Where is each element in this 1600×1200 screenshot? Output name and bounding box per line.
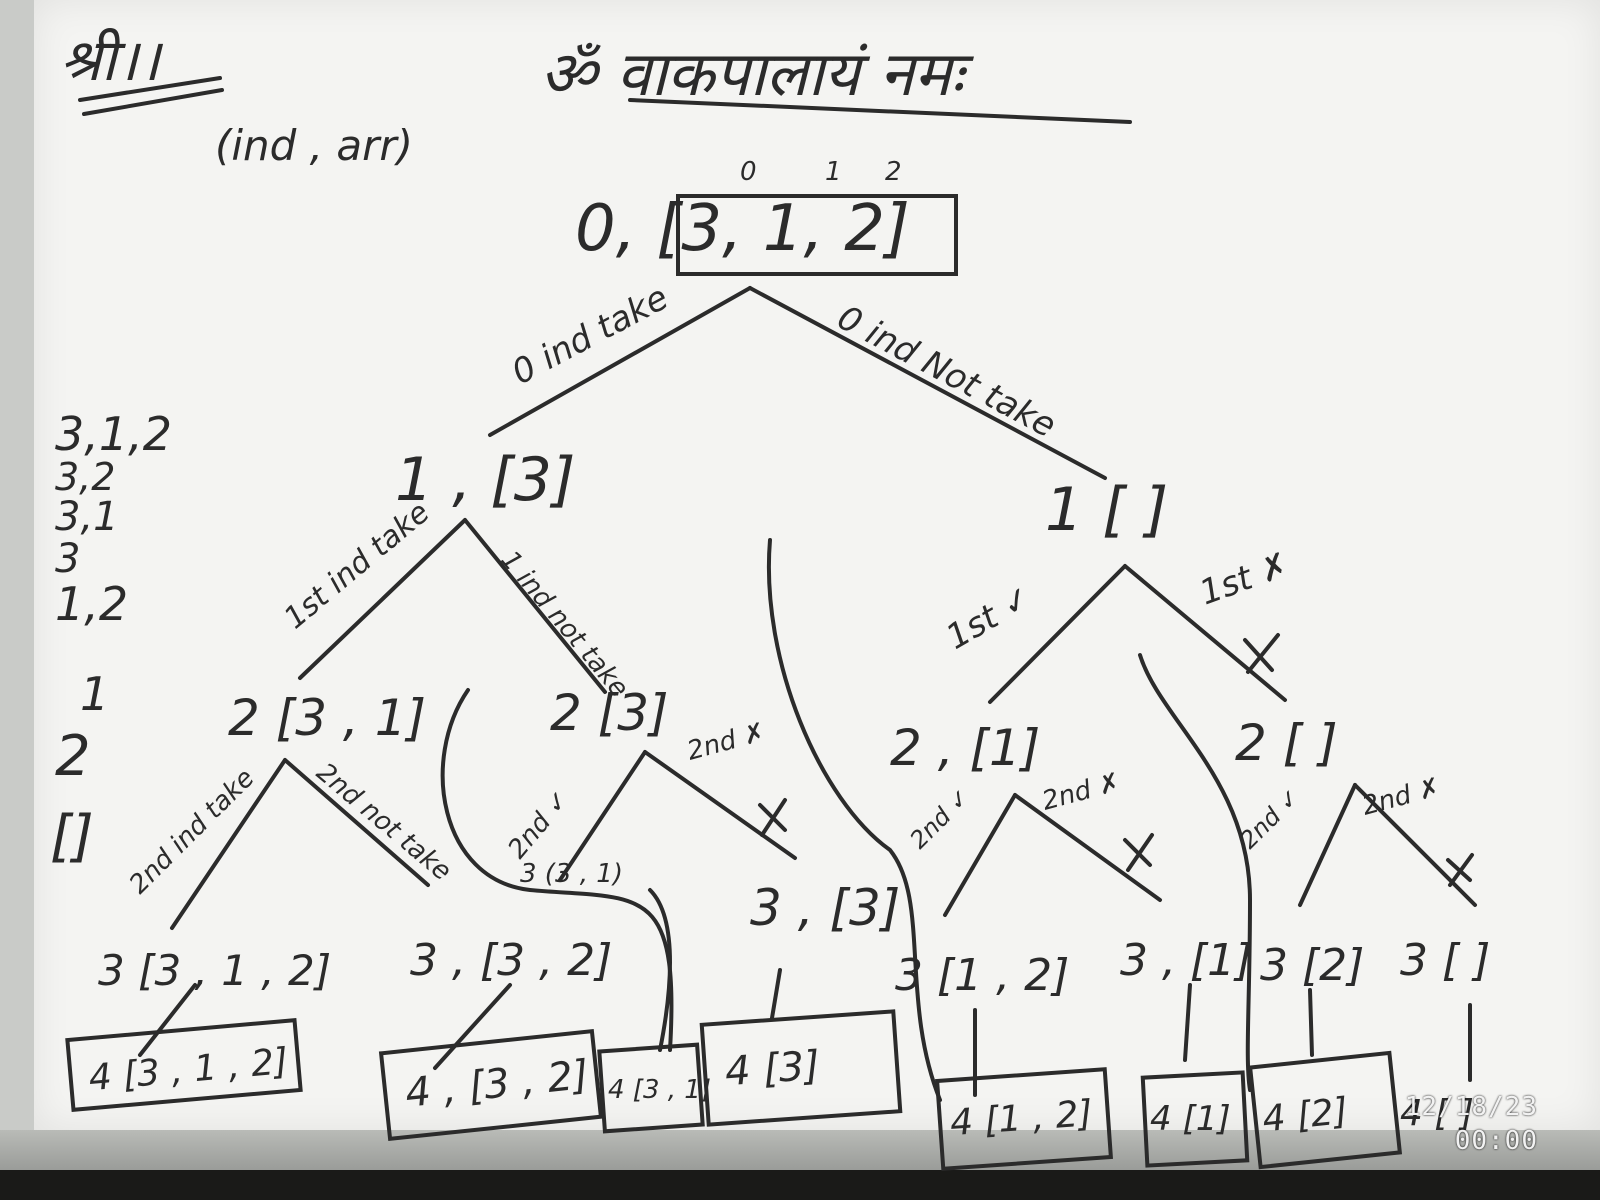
leaf-box-4 bbox=[699, 1009, 903, 1127]
subset-item: 1 bbox=[80, 667, 109, 721]
tree-node: 3 [3 , 1 , 2] bbox=[98, 946, 331, 995]
edge-d-right bbox=[1353, 783, 1477, 907]
shri-underline bbox=[78, 76, 222, 102]
index-label: 0 bbox=[740, 157, 757, 187]
edge-label: 2nd ✓ bbox=[1234, 783, 1306, 855]
heading-underline bbox=[628, 98, 1132, 124]
edge-l1-right bbox=[463, 518, 607, 694]
edge-label: 0 ind take bbox=[505, 278, 674, 393]
edge-label: 1st ✓ bbox=[940, 577, 1040, 658]
edge-label: 1 ind not take bbox=[495, 545, 635, 703]
root-box bbox=[676, 194, 958, 276]
edge-root-right bbox=[748, 286, 1107, 480]
edge-label: 1st ind take bbox=[278, 495, 437, 636]
edge-label: 2nd ✗ bbox=[1359, 772, 1444, 822]
leaf-box-7 bbox=[1247, 1050, 1403, 1170]
photo-timestamp: 12/18/23 00:00 bbox=[1405, 1090, 1538, 1158]
edge-label: 0 ind Not take bbox=[831, 298, 1063, 446]
whiteboard-surface bbox=[34, 0, 1600, 1130]
edge-label: 2nd ✗ bbox=[1039, 767, 1124, 817]
leaf-node: 4 [3 , 1] bbox=[608, 1075, 711, 1105]
function-signature: (ind , arr) bbox=[215, 121, 413, 170]
tree-node: 3 , [3] bbox=[750, 879, 900, 937]
subset-item: 1,2 bbox=[55, 577, 128, 631]
leaf-node: 4 [ ] bbox=[1400, 1093, 1474, 1134]
leaf-box-3 bbox=[597, 1042, 705, 1134]
leaf-node: 4 [3 , 1 , 2] bbox=[87, 1041, 290, 1099]
curve-label: 3 (3 , 1) bbox=[520, 859, 623, 889]
return-curve-a bbox=[440, 688, 674, 1052]
edge-leaf-2 bbox=[433, 983, 512, 1070]
leaf-node: 4 , [3 , 2] bbox=[403, 1052, 591, 1117]
edge-leaf-4 bbox=[770, 968, 782, 1020]
return-curve-c bbox=[766, 538, 942, 1102]
root-node: 0, [3, 1, 2] bbox=[575, 192, 910, 266]
edge-c-left bbox=[943, 793, 1017, 917]
timestamp-date: 12/18/23 bbox=[1404, 1092, 1538, 1122]
edge-r1-right bbox=[1123, 564, 1287, 702]
edge-b-left bbox=[558, 750, 647, 882]
shri-underline-2 bbox=[82, 88, 224, 116]
edge-root-left bbox=[488, 286, 752, 437]
tree-edges bbox=[65, 76, 1477, 1171]
tree-node: 2 , [1] bbox=[890, 719, 1040, 777]
subset-item: 3,1 bbox=[55, 494, 119, 540]
edge-label: 1st ✗ bbox=[1194, 544, 1294, 613]
edge-leaf-1 bbox=[138, 983, 197, 1057]
return-curve-b bbox=[648, 888, 672, 1052]
leaf-box-5 bbox=[935, 1067, 1113, 1171]
edge-a-right bbox=[283, 758, 430, 887]
edge-label: 2nd ✓ bbox=[502, 784, 576, 864]
leaf-box-1 bbox=[65, 1018, 303, 1112]
tree-node: 3 [ ] bbox=[1400, 935, 1490, 986]
edge-l1-left bbox=[298, 518, 467, 680]
tree-node: 2 [ ] bbox=[1235, 714, 1338, 772]
tree-node: 1 [ ] bbox=[1045, 475, 1168, 545]
edge-d-left bbox=[1298, 783, 1357, 907]
tree-node: 3 [1 , 2] bbox=[895, 950, 1069, 1001]
return-curve-d bbox=[1138, 653, 1253, 1092]
subset-item: 3 bbox=[55, 536, 80, 582]
index-label: 1 bbox=[825, 157, 842, 187]
subset-item: [] bbox=[50, 804, 94, 869]
leaf-node: 4 [3] bbox=[724, 1043, 822, 1096]
edge-leaf-6 bbox=[1183, 983, 1192, 1062]
edge-a-left bbox=[170, 758, 287, 930]
leaf-node: 4 [1] bbox=[1150, 1099, 1231, 1139]
cross-mark bbox=[1446, 853, 1474, 887]
subset-item: 3,2 bbox=[55, 455, 115, 499]
cross-mark bbox=[758, 798, 787, 837]
tree-node: 3 , [1] bbox=[1120, 935, 1252, 986]
om-heading: ॐ वाकपालायं नमः bbox=[540, 37, 975, 110]
subset-item: 3,1,2 bbox=[55, 407, 172, 461]
cross-mark bbox=[1123, 833, 1154, 872]
leaf-node: 4 [1 , 2] bbox=[949, 1093, 1094, 1144]
tree-node: 2 [3 , 1] bbox=[228, 689, 426, 747]
edge-label: 2nd ind take bbox=[124, 763, 261, 900]
edge-label: 2nd not take bbox=[311, 757, 457, 887]
cross-mark bbox=[1243, 633, 1280, 674]
shri-heading: श्री।। bbox=[60, 26, 163, 94]
leaf-box-6 bbox=[1140, 1070, 1250, 1168]
edge-label: 2nd ✗ bbox=[684, 717, 769, 767]
subset-item: 2 bbox=[55, 724, 91, 789]
tree-node: 2 [3] bbox=[550, 684, 669, 742]
leaf-node: 4 [2] bbox=[1261, 1091, 1350, 1141]
marker-tray bbox=[0, 1130, 1600, 1170]
tree-node: 3 [2] bbox=[1260, 940, 1364, 991]
edge-b-right bbox=[643, 750, 797, 860]
tree-node: 3 , [3 , 2] bbox=[410, 935, 612, 986]
edge-c-right bbox=[1013, 793, 1162, 902]
edge-label: 2nd ✓ bbox=[904, 783, 976, 855]
edge-r1-left bbox=[988, 564, 1127, 704]
timestamp-time: 00:00 bbox=[1454, 1126, 1538, 1156]
edge-leaf-7 bbox=[1308, 988, 1314, 1057]
index-label: 2 bbox=[885, 157, 902, 187]
tree-node: 1 , [3] bbox=[395, 445, 575, 515]
leaf-box-2 bbox=[378, 1028, 604, 1142]
